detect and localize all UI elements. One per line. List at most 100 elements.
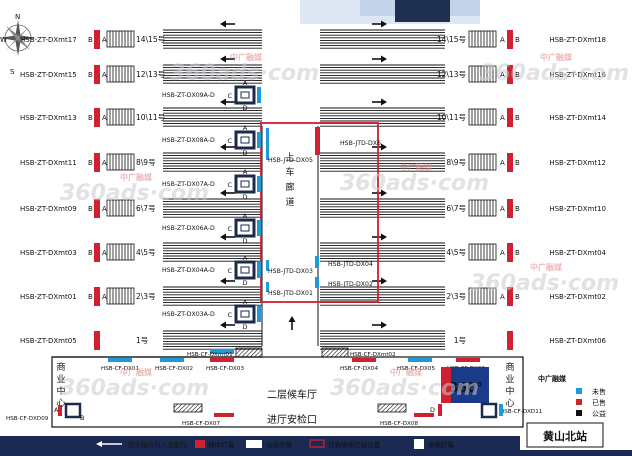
cf-code-label: HSB-CF-DX01 <box>101 366 139 372</box>
platform-right-code: HSB-ZT-DXmt04 <box>549 249 606 257</box>
elevator-group: ADC <box>227 124 261 157</box>
flow-arrow-right-icon <box>372 277 387 285</box>
flow-arrow-left-icon <box>220 321 235 329</box>
exit-stairs-right <box>468 153 497 171</box>
station-name: 黄山北站 <box>543 429 587 443</box>
flow-arrow-left-icon-head <box>220 321 226 329</box>
sold-panel-left <box>94 30 100 49</box>
compass-icon: NSW <box>0 13 36 76</box>
watermark-text: 360ads·com <box>480 61 629 86</box>
flow-arrow-right-icon <box>372 233 387 241</box>
cf-code-label: HSB-CF-DX08 <box>380 421 418 427</box>
exit-stairs-right <box>468 287 497 305</box>
jtd-panel-left-2 <box>266 282 269 292</box>
exit-hatch-right-icon <box>321 347 349 358</box>
platform-left-number: 4\5号 <box>136 248 156 257</box>
cf-code-label: HSB-CF-DX02 <box>155 366 193 372</box>
waiting-hall-label: 二层候车厅 <box>267 388 317 401</box>
sold-panel-left <box>94 243 100 262</box>
highlight-frame <box>260 122 379 303</box>
elevator-group-code: HSB-ZT-DX07A-D <box>162 181 215 188</box>
station-name-box <box>526 422 604 448</box>
panel-letter-a-left: A <box>102 205 107 213</box>
elevator-letter-a: A <box>243 168 248 176</box>
flow-arrow-left-icon-head <box>220 189 226 197</box>
watermark-cn: 中广融媒 <box>540 52 573 62</box>
flow-arrow-left-icon-head <box>220 20 226 28</box>
watermark-text: 360ads·com <box>60 376 209 401</box>
panel-letter-b-right: B <box>515 205 520 213</box>
exit-stairs-left <box>106 65 135 83</box>
watermark-cn: 中广融媒 <box>390 367 423 377</box>
legend-swatch <box>576 388 582 394</box>
exit-stairs-right <box>468 108 497 126</box>
panel-letter-b-right: B <box>515 114 520 122</box>
cf-code-label: HSB-CF-DXmt02 <box>350 352 396 358</box>
watermark-text: 360ads·com <box>330 376 479 401</box>
panel-letter-a-right: A <box>500 159 505 167</box>
flow-arrow-right-icon <box>372 55 387 63</box>
exit-stairs-left <box>106 287 135 305</box>
panel-letter-a-left: A <box>102 71 107 79</box>
exit-stairs-right <box>468 199 497 217</box>
elevator-letter-c: C <box>227 92 232 100</box>
exit-stairs-left <box>106 108 135 126</box>
elevator-panel <box>257 220 261 236</box>
hall-panel-right-d <box>438 404 442 416</box>
legend-label: 公益 <box>592 409 606 418</box>
panel-letter-a-right: A <box>500 293 505 301</box>
entry-hatch-right-icon <box>377 403 407 413</box>
business-center-left-char: 商 <box>56 361 65 373</box>
cf-code-label: HSB-CF-DXD11 <box>500 409 543 415</box>
business-center-right-char: 心 <box>505 398 514 409</box>
panel-letter-b-left: B <box>88 71 93 79</box>
platform-right-code: HSB-ZT-DXmt12 <box>549 159 606 167</box>
flow-arrow-left-icon <box>220 55 235 63</box>
legend-swatch <box>576 399 582 405</box>
jtd-left-label: HSB-JTD-DX01 <box>268 290 313 297</box>
sold-panel-right <box>507 199 513 218</box>
jtd-panel-left-0 <box>266 128 269 160</box>
platform-right-number: 14\15号 <box>437 35 466 44</box>
platform-left-number: 10\11号 <box>136 113 165 122</box>
platform-left-code: HSB-ZT-DXmt17 <box>20 36 77 44</box>
cf-panel-08 <box>414 413 434 417</box>
hall-panel-left-d <box>58 405 62 416</box>
up-arrow-head-icon <box>288 316 296 322</box>
elevator-letter-d: D <box>242 149 247 157</box>
elevator-group-code: HSB-ZT-DX04A-D <box>162 267 215 274</box>
legend-position-icon <box>309 439 325 448</box>
elevator-panel <box>257 132 261 148</box>
watermark-text: 360ads·com <box>470 271 619 296</box>
elevator-letter-d: D <box>242 104 247 112</box>
panel-letter-a-right: A <box>500 71 505 79</box>
panel-letter-b-left: B <box>88 205 93 213</box>
cf-panel-mt01 <box>210 349 234 354</box>
sold-panel-left <box>94 331 100 350</box>
panel-letter-a-right: A <box>500 249 505 257</box>
platform-right-number: 10\11号 <box>437 113 466 122</box>
bottom-strip <box>0 450 632 456</box>
elevator-letter-c: C <box>227 311 232 319</box>
exit-stairs-left <box>106 153 135 171</box>
compass-n-label: N <box>15 13 20 21</box>
entry-hatch-left-icon <box>173 403 203 413</box>
platform-right-number: 1号 <box>454 336 466 345</box>
jtd-left-label: HSB-JTD-DX05 <box>268 157 313 164</box>
legend-swatch <box>576 410 582 416</box>
cf-code-label: HSB-CF-DX03 <box>206 366 244 372</box>
compass-w-label: W <box>0 36 7 44</box>
panel-letter-b-right: B <box>515 293 520 301</box>
platform-right-number: 8\9号 <box>446 158 466 167</box>
flow-arrow-right-icon-head <box>381 55 387 63</box>
platform-right-number: 6\7号 <box>446 204 466 213</box>
cf-code-label: HSB-CF-DXD09 <box>6 416 49 422</box>
flow-arrow-left-icon <box>220 143 235 151</box>
panel-letter-a-right: A <box>500 36 505 44</box>
sold-panel-right <box>507 153 513 172</box>
jtd-panel-left-1 <box>266 260 269 271</box>
elevator-door-icon <box>240 180 250 188</box>
jtd-left-label: HSB-JTD-DX03 <box>268 268 313 275</box>
business-center-left-char: 心 <box>56 398 65 409</box>
elevator-door-icon <box>240 266 250 274</box>
